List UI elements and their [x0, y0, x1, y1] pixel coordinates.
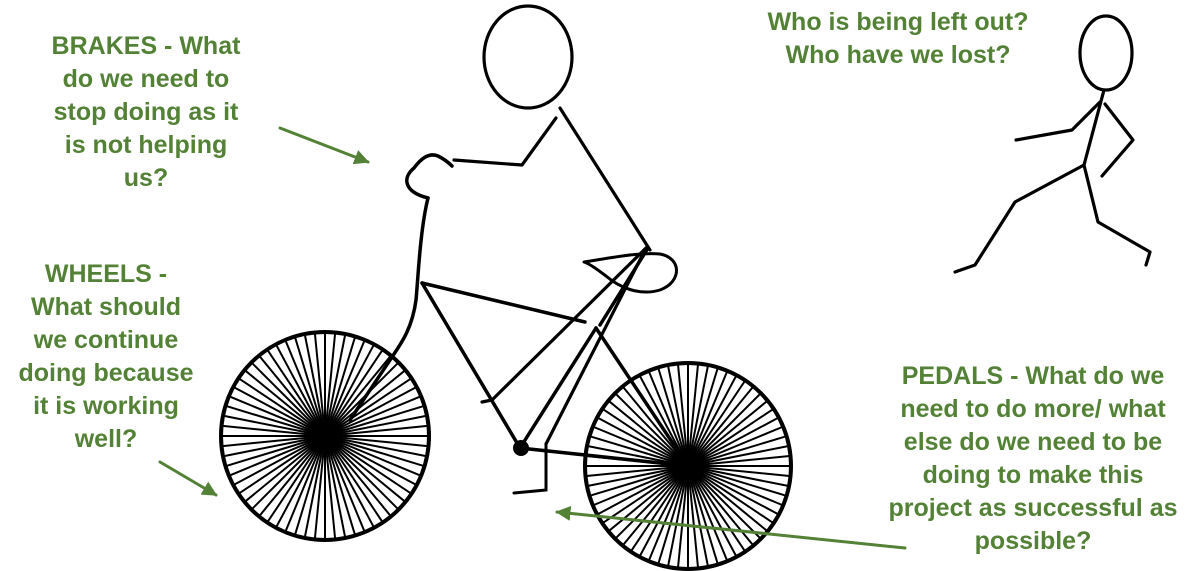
cyclist-stick-figure	[454, 6, 650, 444]
wheels-annotation: WHEELS - What should we continue doing beca…	[8, 258, 204, 456]
wheels-arrow	[160, 462, 216, 495]
annotation-line: PEDALS - What do we	[902, 362, 1165, 390]
brakes-arrow	[280, 128, 368, 162]
annotation-line: Who is being left out?	[767, 8, 1028, 36]
annotation-line: possible?	[975, 527, 1092, 555]
bicycle-seat	[584, 254, 677, 292]
annotation-line: well?	[75, 425, 138, 453]
annotation-line: do we need to	[63, 65, 230, 93]
annotation-line: BRAKES - What	[52, 32, 241, 60]
annotation-line: else do we need to be	[904, 428, 1162, 456]
annotation-line: project as successful as	[888, 494, 1177, 522]
annotation-line: What should	[31, 293, 181, 321]
annotation-line: doing to make this	[923, 461, 1144, 489]
brakes-annotation: BRAKES - What do we need to stop doing as …	[30, 30, 262, 195]
bicycle-frame	[350, 198, 688, 466]
handlebars	[407, 155, 452, 198]
annotation-line: us?	[124, 164, 168, 192]
annotation-line: we continue	[34, 326, 178, 354]
annotation-line: stop doing as it	[54, 98, 239, 126]
annotation-line: WHEELS -	[45, 260, 167, 288]
annotation-line: Who have we lost?	[785, 41, 1010, 69]
annotation-line: need to do more/ what	[900, 395, 1165, 423]
rear-wheel	[221, 332, 429, 540]
pedals-annotation: PEDALS - What do we need to do more/ what…	[872, 360, 1194, 558]
annotation-line: it is working	[33, 392, 179, 420]
annotation-line: doing because	[18, 359, 193, 387]
annotation-line: is not helping	[65, 131, 228, 159]
annotation-arrows	[160, 128, 905, 548]
left-out-annotation: Who is being left out? Who have we lost?	[748, 6, 1048, 72]
